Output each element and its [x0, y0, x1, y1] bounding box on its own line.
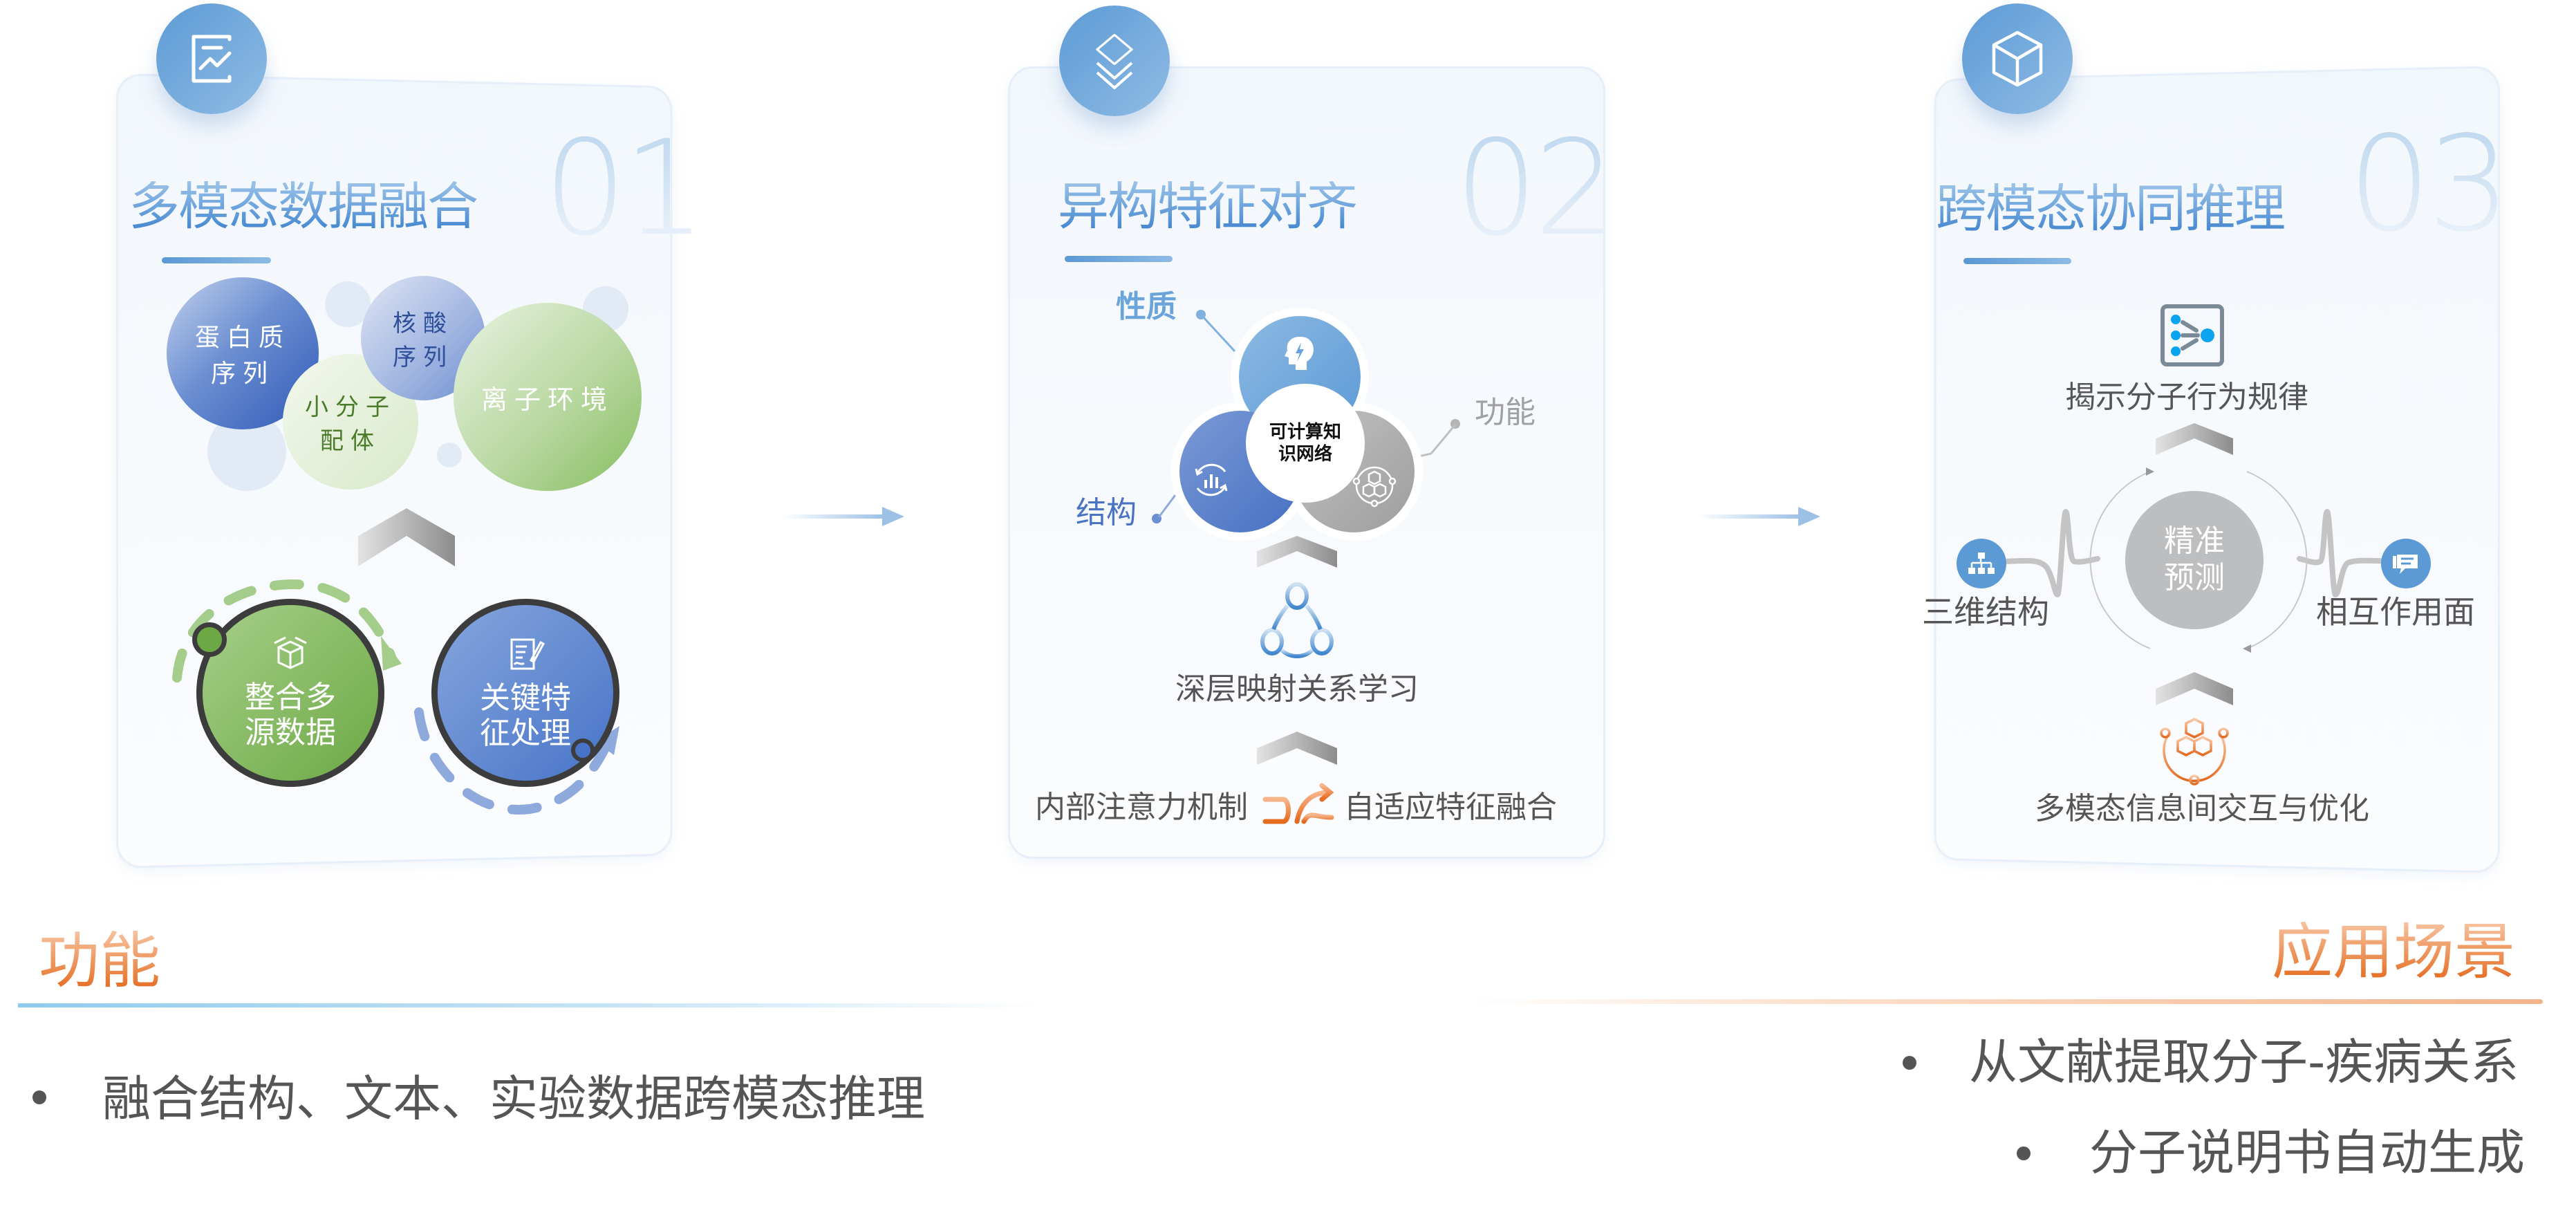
- top-label-reveal-behavior: 揭示分子行为规律: [2065, 380, 2308, 415]
- right-node-interaction-surface: [2381, 539, 2431, 588]
- label-function: 功能: [1475, 395, 1536, 430]
- step-2-number: 02: [1455, 112, 1618, 265]
- cycle-node-key-features: 关键特 征处理: [431, 599, 619, 787]
- center-precise-prediction: 精准 预测: [2125, 491, 2264, 629]
- shuffle-arrows-icon: [1262, 783, 1334, 824]
- applications-underline: [1473, 999, 2543, 1004]
- trefoil-center-knowledge-network: 可计算知 识网络: [1246, 384, 1365, 503]
- left-node-3d-structure: [1957, 539, 2006, 588]
- cycle-node-label: 整合多 源数据: [245, 680, 336, 750]
- cubes-network-icon: [1352, 466, 1397, 508]
- step-1-number: 01: [543, 112, 707, 265]
- bullet-dot: [32, 1090, 46, 1104]
- chevron-up-icon: [2156, 672, 2233, 705]
- step-3-underline: [1963, 258, 2071, 264]
- chevron-up-icon: [358, 508, 455, 566]
- step-2-underline: [1065, 256, 1173, 262]
- box-icon: [274, 637, 307, 670]
- step-2-icon-badge: [1059, 6, 1170, 116]
- orbit-dot: [192, 622, 227, 657]
- right-label-interaction-surface: 相互作用面: [2316, 593, 2475, 631]
- step-3-title: 跨模态协同推理: [1936, 179, 2286, 239]
- cubes-orbit-icon: [2160, 718, 2229, 786]
- label-property: 性质: [1116, 289, 1177, 324]
- cube-icon: [1992, 30, 2043, 87]
- label-internal-attention: 内部注意力机制: [1035, 790, 1248, 825]
- connector-line: [1200, 314, 1236, 353]
- layers-icon: [1096, 34, 1133, 89]
- chevron-up-icon: [1257, 536, 1337, 568]
- label-adaptive-fusion: 自适应特征融合: [1344, 790, 1557, 825]
- connector-line: [1418, 424, 1457, 458]
- applications-item: 从文献提取分子-疾病关系: [1969, 1034, 2519, 1090]
- node-graph-icon: [2160, 304, 2224, 366]
- step-2-title: 异构特征对齐: [1058, 177, 1358, 236]
- decor-circle: [437, 443, 462, 467]
- left-label-3d-structure: 三维结构: [1922, 593, 2049, 631]
- functions-item: 融合结构、文本、实验数据跨模态推理: [102, 1070, 925, 1127]
- bottom-label-multimodal-interaction: 多模态信息间交互与优化: [2035, 791, 2369, 826]
- cycle-node-label: 关键特 征处理: [480, 680, 571, 751]
- applications-item: 分子说明书自动生成: [2089, 1124, 2525, 1181]
- flow-arrow-icon: [1697, 507, 1820, 526]
- step-1-underline: [162, 257, 271, 263]
- connector-line: [1157, 494, 1177, 518]
- label-structure: 结构: [1076, 495, 1137, 530]
- step-1-title: 多模态数据融合: [129, 177, 478, 236]
- step-3-icon-badge: [1962, 3, 2073, 114]
- chevron-up-icon: [1257, 732, 1337, 765]
- cycle-chart-icon: [1195, 463, 1228, 496]
- functions-underline: [18, 1003, 1041, 1007]
- orbit-dot: [571, 738, 595, 762]
- bullet-dot: [1903, 1056, 1916, 1070]
- flow-arrow-icon: [781, 507, 904, 526]
- heartbeat-ring: [2002, 467, 2409, 653]
- bullet-dot: [2017, 1146, 2031, 1160]
- chart-document-icon: [192, 35, 232, 83]
- applications-title: 应用场景: [2272, 916, 2516, 987]
- step-3-number: 03: [2348, 108, 2511, 261]
- document-pencil-icon: [510, 638, 545, 670]
- cycle-node-integrate-data: 整合多 源数据: [196, 599, 384, 787]
- chat-icon: [2393, 555, 2418, 574]
- chevron-up-icon: [2156, 423, 2233, 455]
- hierarchy-icon: [1968, 552, 1995, 574]
- functions-title: 功能: [39, 925, 161, 996]
- mid-label-deep-mapping: 深层映射关系学习: [1175, 671, 1419, 707]
- network-nodes-icon: [1260, 582, 1334, 658]
- bubble-ion-environment: 离子环境: [454, 303, 642, 491]
- bubble-nucleic-acid-sequence: 核酸 序列: [361, 276, 485, 400]
- brain-lightning-icon: [1285, 337, 1314, 370]
- step-1-icon-badge: [156, 3, 267, 114]
